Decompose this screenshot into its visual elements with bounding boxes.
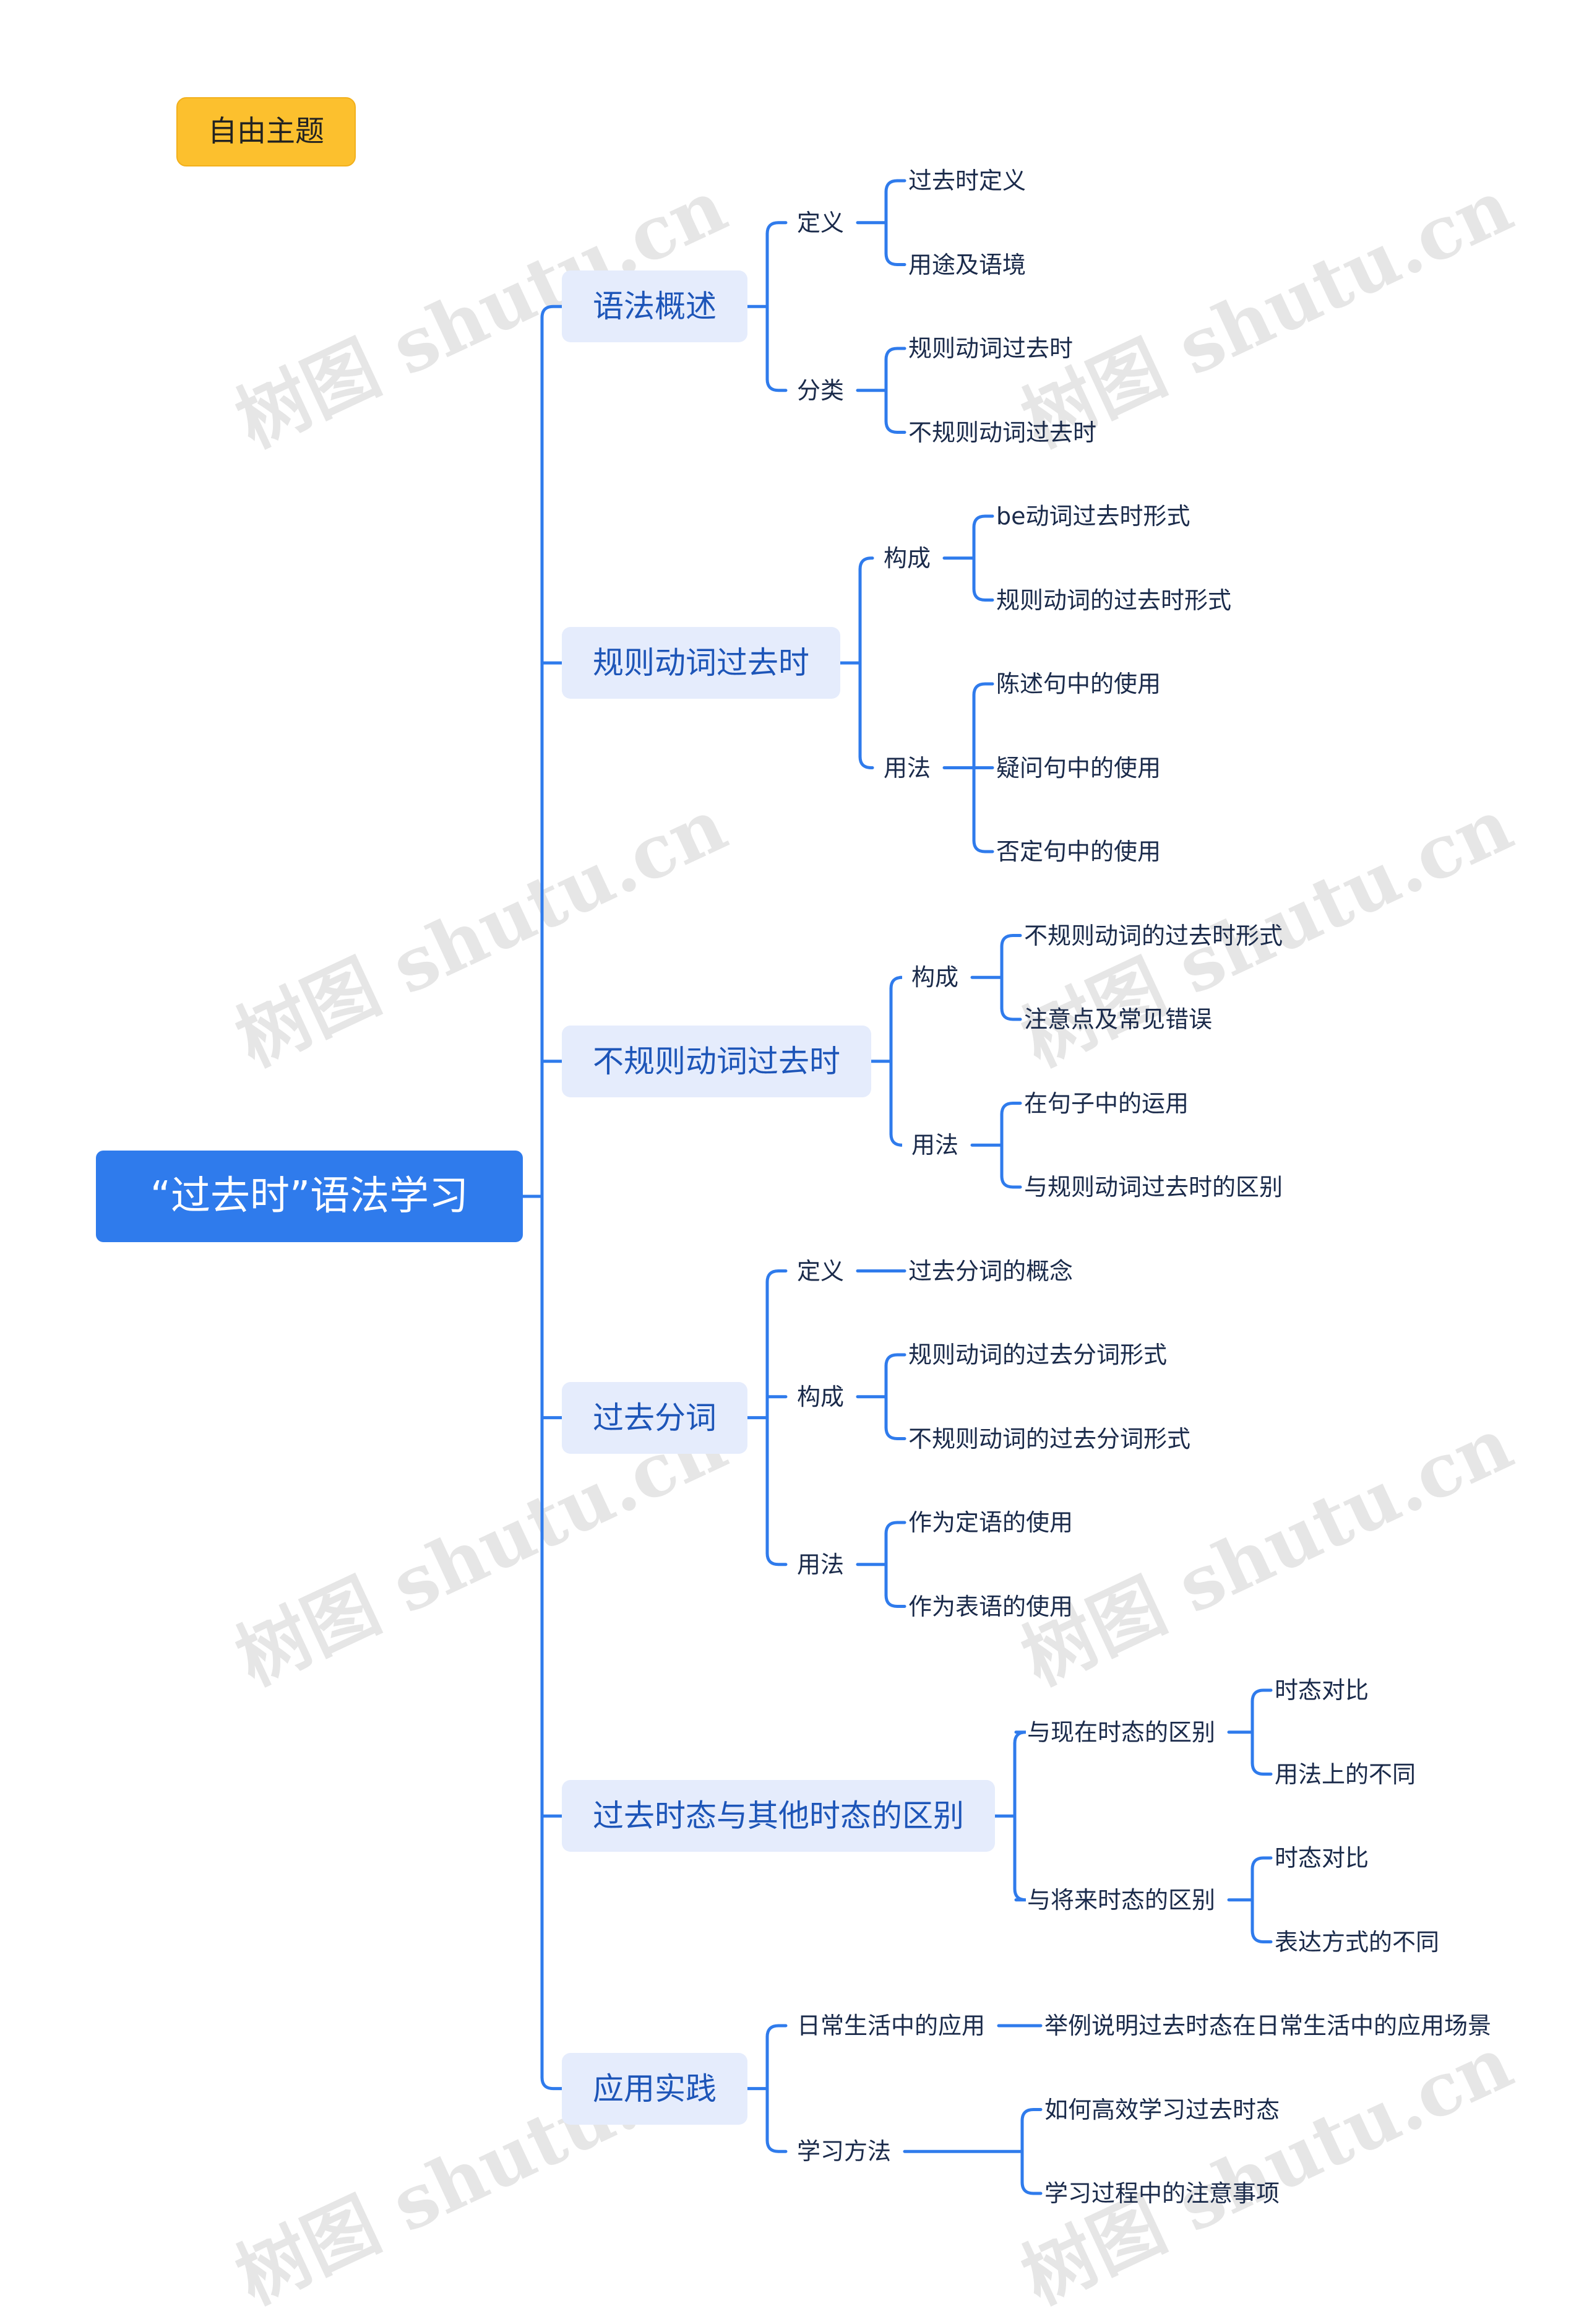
leaf-topic[interactable]: 与规则动词过去时的区别 [1024,1173,1283,1201]
leaf-topic[interactable]: 陈述句中的使用 [996,670,1161,698]
subtopic[interactable]: 构成 [797,1383,845,1410]
leaf-topic[interactable]: 不规则动词的过去分词形式 [908,1425,1191,1453]
subtopic[interactable]: 与现在时态的区别 [1027,1718,1216,1746]
subtopic[interactable]: 与将来时态的区别 [1027,1886,1216,1914]
leaf-topic[interactable]: 作为定语的使用 [908,1509,1074,1536]
leaf-topic[interactable]: 学习过程中的注意事项 [1044,2180,1280,2207]
leaf-topic[interactable]: 在句子中的运用 [1024,1089,1189,1117]
leaf-topic[interactable]: be动词过去时形式 [996,503,1190,530]
leaf-topic[interactable]: 时态对比 [1275,1844,1369,1872]
main-branch[interactable]: 过去分词 [562,1381,747,1454]
subtopic[interactable]: 日常生活中的应用 [797,2012,986,2039]
subtopic[interactable]: 用法 [911,1131,959,1159]
leaf-topic[interactable]: 注意点及常见错误 [1024,1006,1213,1033]
leaf-topic[interactable]: 表达方式的不同 [1275,1928,1440,1956]
subtopic[interactable]: 分类 [797,376,845,404]
subtopic[interactable]: 构成 [884,544,931,572]
root-topic[interactable]: “过去时”语法学习 [96,1151,523,1242]
main-branch[interactable]: 语法概述 [562,270,747,343]
leaf-topic[interactable]: 规则动词过去时 [908,335,1074,362]
leaf-topic[interactable]: 疑问句中的使用 [996,754,1161,782]
leaf-topic[interactable]: 用途及语境 [908,251,1027,279]
subtopic[interactable]: 定义 [797,209,845,236]
subtopic[interactable]: 用法 [797,1550,845,1578]
leaf-topic[interactable]: 规则动词的过去时形式 [996,586,1232,614]
main-branch[interactable]: 应用实践 [562,2052,747,2125]
subtopic[interactable]: 用法 [884,754,931,782]
leaf-topic[interactable]: 否定句中的使用 [996,838,1161,865]
subtopic[interactable]: 学习方法 [797,2138,892,2166]
leaf-topic[interactable]: 时态对比 [1275,1677,1369,1704]
leaf-topic[interactable]: 作为表语的使用 [908,1592,1074,1620]
leaf-topic[interactable]: 如何高效学习过去时态 [1044,2096,1280,2123]
leaf-topic[interactable]: 举例说明过去时态在日常生活中的应用场景 [1044,2012,1492,2039]
free-topic-tag[interactable]: 自由主题 [176,97,356,166]
leaf-topic[interactable]: 不规则动词的过去时形式 [1024,922,1283,949]
main-branch[interactable]: 规则动词过去时 [562,627,840,699]
leaf-topic[interactable]: 规则动词的过去分词形式 [908,1341,1168,1368]
subtopic[interactable]: 构成 [911,964,959,991]
leaf-topic[interactable]: 不规则动词过去时 [908,418,1097,446]
main-branch[interactable]: 不规则动词过去时 [562,1025,871,1097]
leaf-topic[interactable]: 过去分词的概念 [908,1257,1074,1285]
leaf-topic[interactable]: 用法上的不同 [1275,1760,1416,1788]
watermark: 树图 shutu.cn [1009,2019,1525,2321]
leaf-topic[interactable]: 过去时定义 [908,167,1027,194]
main-branch[interactable]: 过去时态与其他时态的区别 [562,1780,995,1852]
subtopic[interactable]: 定义 [797,1257,845,1285]
